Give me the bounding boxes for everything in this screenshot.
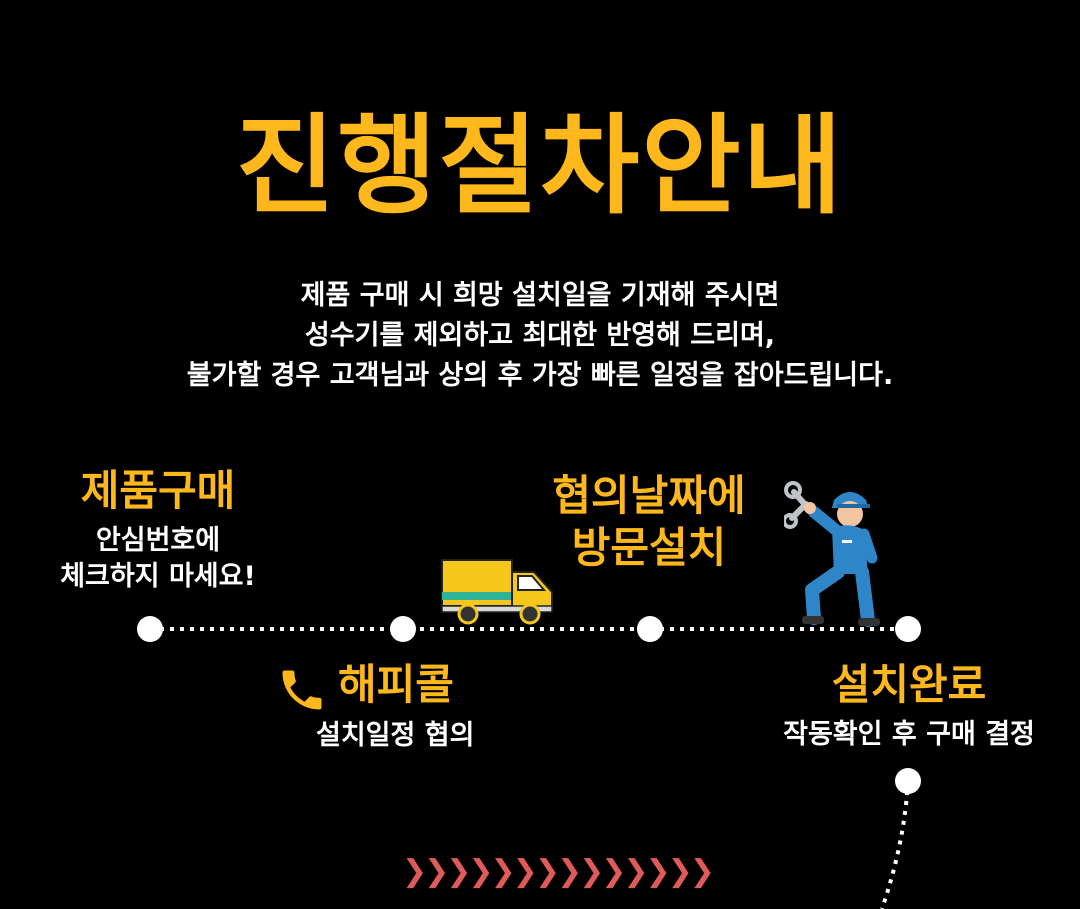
timeline-node-next [895, 768, 921, 794]
timeline-node-happy-call [390, 616, 416, 642]
step-purchase-title: 제품구매 [80, 466, 236, 515]
timeline-curve [880, 780, 910, 909]
step-purchase-desc: 안심번호에 [95, 525, 221, 556]
page-title: 진행절차안내 [235, 104, 845, 229]
intro-line: 성수기를 제외하고 최대한 반영해 드리며, [304, 320, 776, 351]
delivery-truck-icon [441, 559, 553, 625]
step-purchase: 제품구매 안심번호에 체크하지 마세요! [40, 467, 276, 595]
step-complete-desc: 작동확인 후 구매 결정 [783, 719, 1035, 750]
step-visit: 협의날짜에 방문설치 [520, 470, 778, 574]
intro-line: 제품 구매 시 희망 설치일을 기재해 주시면 [300, 280, 780, 311]
intro-line: 불가할 경우 고객님과 상의 후 가장 빠른 일정을 잡아드립니다. [186, 360, 894, 391]
technician-icon [784, 481, 880, 627]
step-visit-title: 방문설치 [571, 523, 727, 572]
timeline-node-visit [637, 616, 663, 642]
timeline-node-purchase [137, 616, 163, 642]
intro-text: 제품 구매 시 희망 설치일을 기재해 주시면 성수기를 제외하고 최대한 반영… [0, 276, 1080, 396]
step-happy-call-desc: 설치일정 협의 [316, 720, 475, 751]
step-complete-title: 설치완료 [831, 660, 987, 709]
step-complete: 설치완료 작동확인 후 구매 결정 [756, 661, 1062, 753]
step-purchase-desc: 체크하지 마세요! [60, 561, 256, 592]
step-happy-call-title: 해피콜 [338, 660, 454, 709]
step-visit-title: 협의날짜에 [552, 471, 746, 520]
phone-icon [282, 670, 322, 710]
timeline-node-complete [895, 616, 921, 642]
chevron-arrows-icon: ❯❯❯❯❯❯❯❯❯❯❯❯❯❯ [402, 854, 715, 889]
